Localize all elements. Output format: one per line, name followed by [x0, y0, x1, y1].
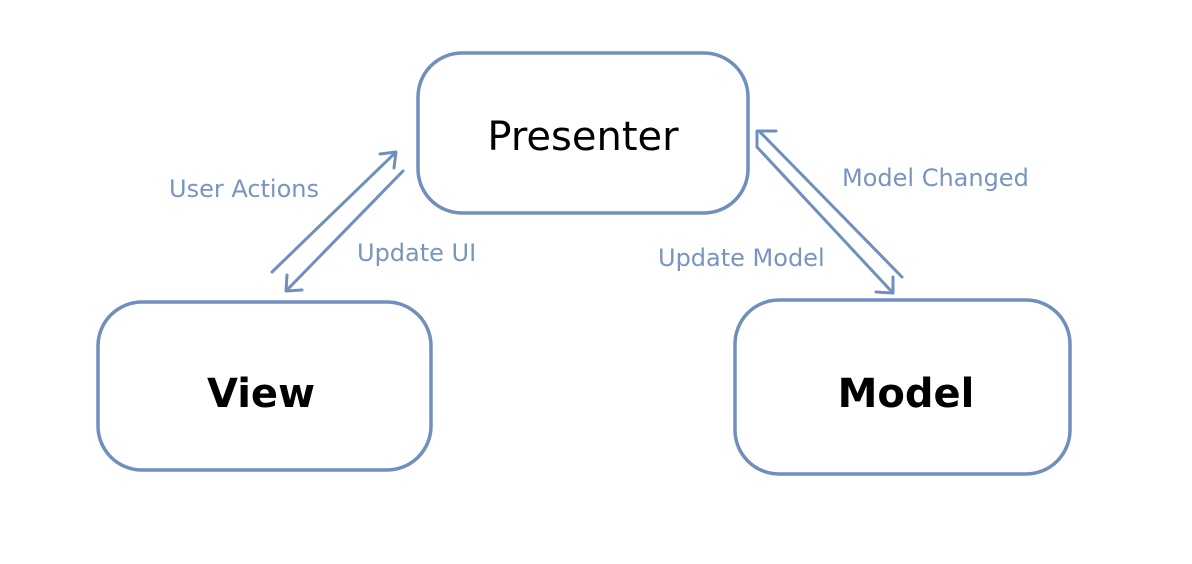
view-box	[96, 300, 433, 472]
update-ui-label: Update UI	[357, 239, 476, 267]
user-actions-label: User Actions	[169, 175, 319, 203]
model-changed-arrow-line	[758, 130, 904, 279]
presenter-box	[416, 51, 750, 215]
model-box	[733, 298, 1072, 476]
update-model-arrowhead	[874, 275, 895, 295]
view-node[interactable]: View	[96, 300, 433, 472]
update-ui-arrow	[284, 169, 405, 293]
model-label: Model	[838, 371, 975, 417]
update-model-arrow-line	[755, 145, 894, 294]
view-label: View	[207, 371, 315, 417]
model-node[interactable]: Model	[733, 298, 1072, 476]
user-actions-arrowhead	[378, 150, 398, 170]
model-changed-label: Model Changed	[842, 164, 1029, 192]
presenter-node[interactable]: Presenter	[416, 51, 750, 215]
update-ui-arrowhead	[284, 273, 304, 293]
update-model-label: Update Model	[658, 244, 825, 272]
presenter-label: Presenter	[487, 114, 679, 160]
user-actions-arrow	[270, 150, 398, 274]
user-actions-arrow-line	[270, 151, 397, 274]
update-model-arrow	[755, 145, 895, 295]
update-ui-arrow-line	[285, 169, 405, 292]
model-changed-arrow	[755, 129, 904, 279]
model-changed-arrowhead	[755, 129, 778, 148]
